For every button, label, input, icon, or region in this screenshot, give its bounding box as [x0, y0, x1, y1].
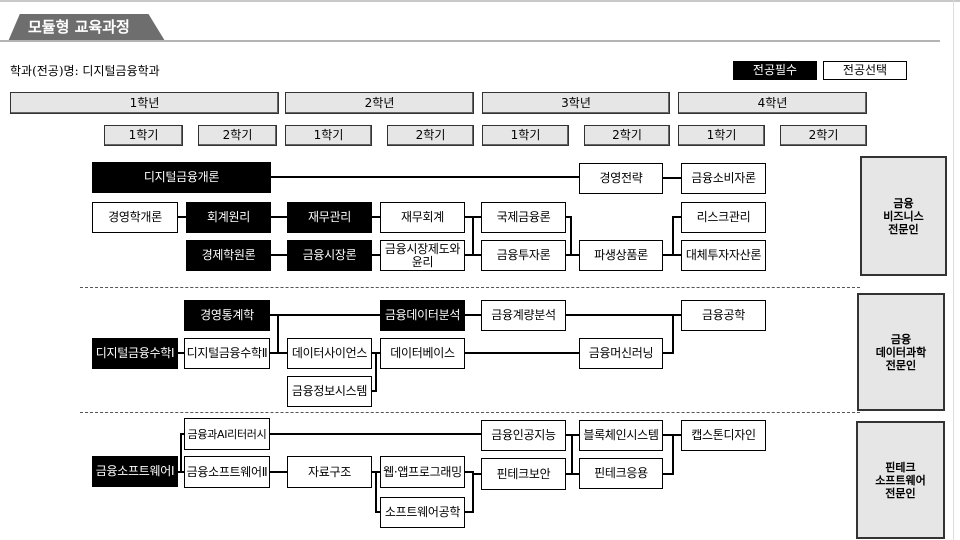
course-elective[interactable]: 금융계량분석: [481, 300, 566, 331]
course-elective[interactable]: 대체투자자산론: [681, 240, 766, 271]
page-title-tab: 모듈형 교육과정: [8, 14, 165, 41]
course-elective[interactable]: 핀테크응용: [579, 458, 663, 489]
semester-header: 2학기: [387, 125, 474, 146]
semester-header: 1학기: [285, 125, 372, 146]
course-elective[interactable]: 리스크관리: [681, 202, 766, 233]
course-elective[interactable]: 금융소비자론: [681, 163, 766, 194]
course-elective[interactable]: 경영학개론: [92, 202, 178, 233]
course-required[interactable]: 재무관리: [287, 202, 372, 233]
course-required[interactable]: 금융시장론: [287, 240, 372, 271]
legend-required: 전공필수: [733, 61, 817, 80]
course-elective[interactable]: 금융소프트웨어Ⅱ: [184, 456, 270, 488]
semester-header: 2학기: [584, 125, 670, 146]
year-header-4: 4학년: [678, 92, 867, 114]
course-elective[interactable]: 데이터사이언스: [287, 338, 372, 369]
course-elective[interactable]: 블록체인시스템: [579, 420, 663, 451]
module-label-finance-data-science: 금융 데이터과학 전문인: [857, 293, 945, 411]
semester-header: 1학기: [104, 125, 183, 146]
course-elective[interactable]: 재무회계: [380, 202, 465, 233]
course-required[interactable]: 경영통계학: [184, 300, 270, 331]
year-header-3: 3학년: [482, 92, 670, 114]
module-divider: [80, 412, 860, 413]
course-elective[interactable]: 경영전략: [579, 163, 663, 194]
semester-header: 1학기: [678, 125, 765, 146]
course-required[interactable]: 디지털금융개론: [92, 162, 271, 193]
department-label: 학과(전공)명: 디지털금융학과: [10, 64, 160, 78]
course-elective[interactable]: 소프트웨어공학: [380, 497, 465, 528]
course-required[interactable]: 회계원리: [186, 202, 271, 233]
course-elective[interactable]: 파생상품론: [579, 240, 663, 271]
module-label-finance-business: 금융 비즈니스 전문인: [860, 156, 947, 276]
course-elective[interactable]: 국제금융론: [481, 202, 566, 233]
module-label-fintech-software: 핀테크 소프트웨어 전문인: [856, 421, 945, 539]
semester-header: 1학기: [482, 125, 569, 146]
right-border: [953, 0, 954, 540]
course-elective[interactable]: 핀테크보안: [481, 458, 566, 490]
course-elective[interactable]: 금융머신러닝: [579, 338, 663, 369]
semester-header: 2학기: [780, 125, 867, 146]
course-elective[interactable]: 금융정보시스템: [287, 376, 372, 407]
course-elective[interactable]: 캡스톤디자인: [681, 420, 766, 451]
title-divider: [0, 40, 940, 42]
course-required[interactable]: 금융소프트웨어Ⅰ: [92, 456, 178, 487]
course-required[interactable]: 경제학원론: [186, 240, 271, 271]
course-elective[interactable]: 금융시장제도와 윤리: [380, 240, 465, 271]
year-header-2: 2학년: [285, 92, 474, 114]
course-elective[interactable]: 데이터베이스: [380, 338, 465, 369]
legend-elective: 전공선택: [823, 61, 907, 80]
year-header-1: 1학년: [10, 92, 279, 114]
semester-header: 2학기: [198, 125, 277, 146]
course-required[interactable]: 디지털금융수학Ⅰ: [92, 338, 178, 369]
course-elective[interactable]: 금융인공지능: [481, 420, 566, 451]
course-elective[interactable]: 자료구조: [287, 456, 372, 488]
top-border: [0, 0, 960, 2]
course-required[interactable]: 금융데이터분석: [380, 300, 465, 331]
course-elective[interactable]: 금융과AI리터러시: [184, 418, 270, 450]
course-elective[interactable]: 디지털금융수학Ⅱ: [184, 338, 270, 369]
course-elective[interactable]: 금융투자론: [481, 240, 566, 271]
course-elective[interactable]: 금융공학: [681, 300, 766, 331]
module-divider: [80, 287, 860, 288]
course-elective[interactable]: 웹·앱프로그래밍: [380, 456, 465, 488]
